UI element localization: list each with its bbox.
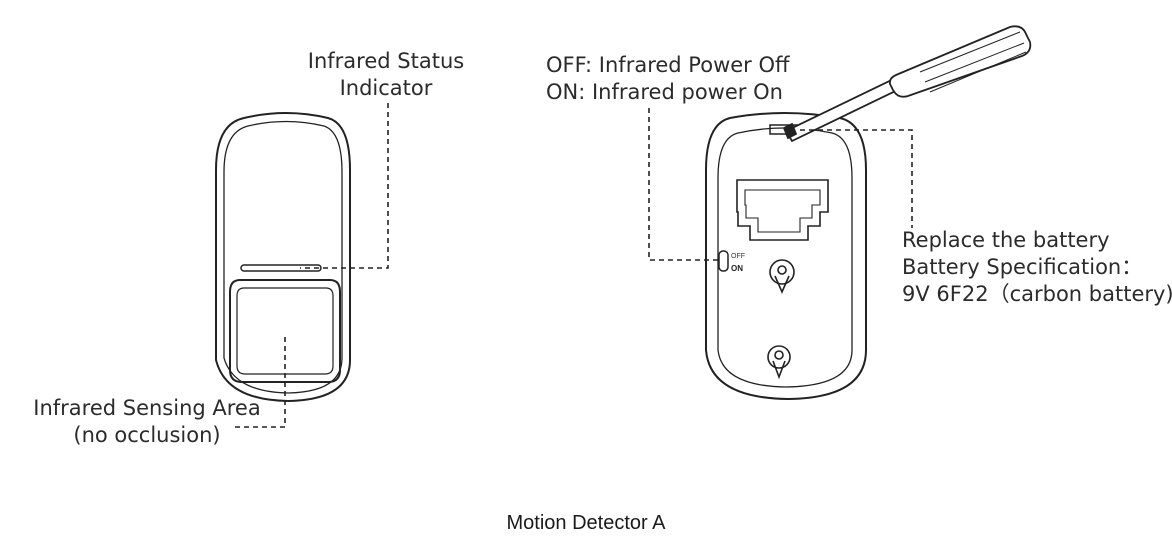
screwdriver-tip [782,122,798,140]
battery-compartment [736,179,829,241]
switch-off-label: OFF [731,253,745,260]
battery-replace-text: Replace the battery [902,228,1110,252]
power-switch-leader [648,108,719,261]
status-indicator-line-2: Indicator [339,76,433,100]
sensing-window-inner [236,287,334,375]
power-switch-label: OFF: Infrared Power Off ON: Infrared pow… [546,52,789,106]
front-inner-body [223,120,343,394]
status-indicator-label: Infrared Status Indicator [300,48,472,102]
battery-leader [800,129,913,228]
sensing-window-outer [229,279,341,383]
back-leader-lines [648,108,913,261]
back-outer-body [705,112,867,401]
figure-caption: Motion Detector A [506,512,666,534]
mounting-hole-upper [769,259,795,294]
battery-type-text: 9V 6F22（carbon battery) [902,282,1172,306]
power-switch [718,250,729,272]
battery-label: Replace the battery Battery Specificatio… [902,227,1172,308]
power-off-text: OFF: Infrared Power Off [546,53,790,77]
front-outer-body [215,112,351,403]
sensing-area-line-2: (no occlusion) [73,423,221,447]
power-on-text: ON: Infrared power On [546,80,783,104]
detector-front-view [215,112,351,403]
switch-on-label: ON [731,264,743,273]
screwdriver-grip-lines [919,31,1027,93]
sensing-area-line-1: Infrared Sensing Area [33,396,261,420]
screwdriver [782,25,1032,143]
sensing-area-leader [232,337,286,428]
battery-spec-text: Battery Specification： [902,255,1143,279]
detector-back-view [705,112,867,401]
status-indicator-line-1: Infrared Status [307,49,465,73]
battery-compartment-inner [744,189,821,233]
sensing-area-label: Infrared Sensing Area (no occlusion) [28,395,266,449]
status-indicator-slot [240,264,322,272]
front-leader-lines [232,103,389,428]
screwdriver-handle [888,25,1032,98]
mounting-hole-lower [767,345,791,380]
status-indicator-leader [300,103,389,269]
